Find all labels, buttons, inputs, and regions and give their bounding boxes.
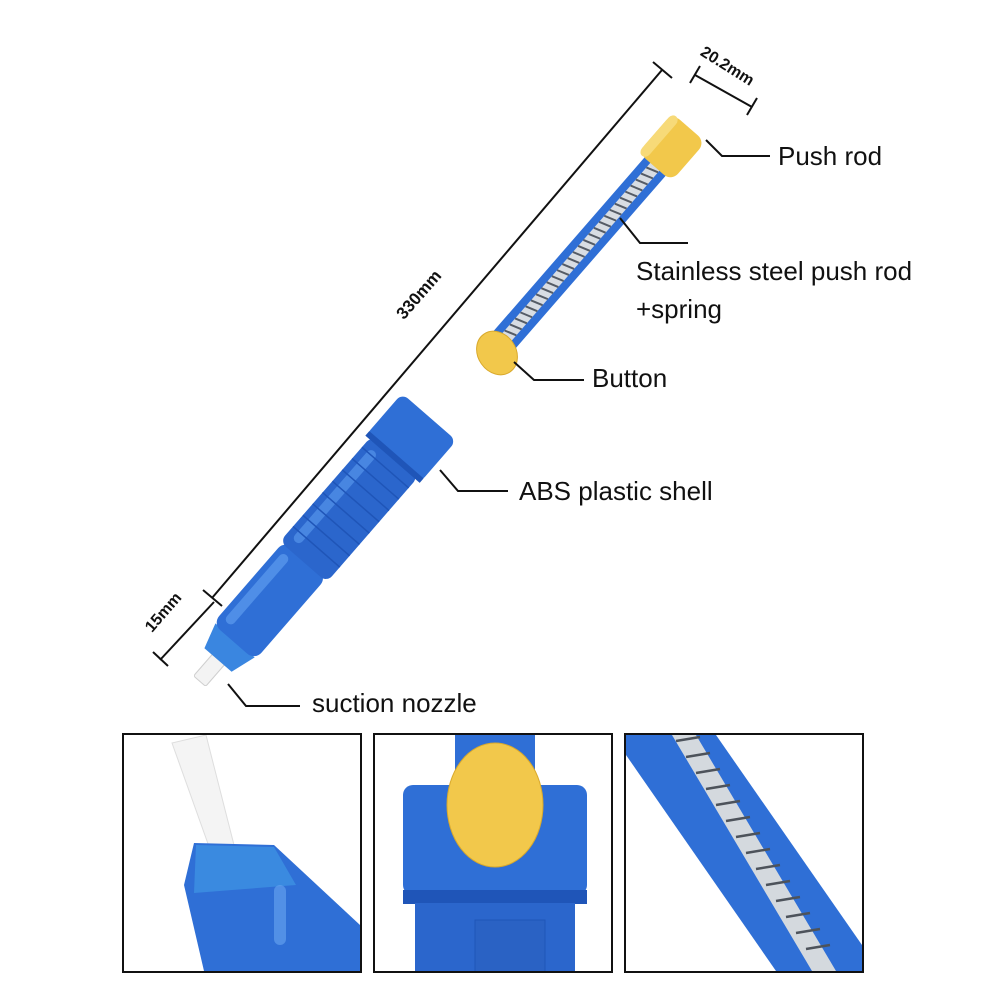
release-button xyxy=(476,330,518,376)
push-rod-label: Push rod xyxy=(778,141,883,171)
abs-shell-label: ABS plastic shell xyxy=(519,476,713,506)
stainless-rod-label-line2: +spring xyxy=(636,294,722,324)
nozzle-dimension-line xyxy=(152,601,215,667)
desoldering-pump-illustration xyxy=(152,61,770,707)
suction-nozzle-label: suction nozzle xyxy=(312,688,477,718)
spring-closeup-image xyxy=(626,735,862,971)
button-leader xyxy=(513,361,584,381)
detail-panel-button xyxy=(373,733,613,973)
button-closeup-image xyxy=(403,735,587,971)
button-label: Button xyxy=(592,363,668,393)
nozzle-leader xyxy=(227,683,300,707)
shell-leader xyxy=(439,469,508,492)
stainless-rod-label: Stainless steel push rod xyxy=(636,256,913,286)
detail-panel-spring xyxy=(624,733,864,973)
length-dimension-line xyxy=(202,61,673,607)
stainless-rod-leader xyxy=(619,217,688,244)
detail-panel-nozzle xyxy=(122,733,362,973)
nozzle-closeup-image xyxy=(171,735,360,971)
cap-dimension-line xyxy=(689,65,758,116)
push-rod-leader xyxy=(705,139,770,157)
